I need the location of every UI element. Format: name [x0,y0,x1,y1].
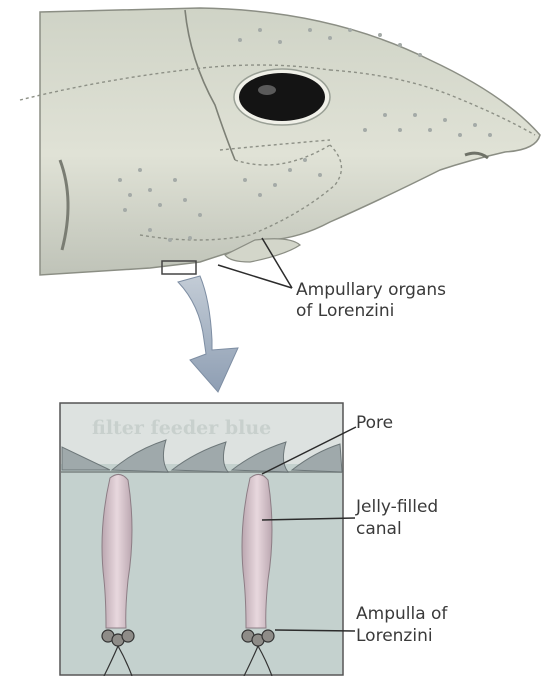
down-arrow-icon [178,276,238,392]
faint-header-text: filter feeder blue [92,418,271,438]
ampullary-organs-label-line1: Ampullary organs [296,280,446,300]
ampulla-label-line1: Ampulla of [356,604,447,624]
jelly-canal-label-line1: Jelly-filled [356,497,438,517]
eye-icon [234,69,330,125]
ampulla-label-line2: Lorenzini [356,626,433,646]
jelly-canal-label-line2: canal [356,519,402,539]
ampulla-leader-line [275,630,355,631]
ampullary-organs-label-line2: of Lorenzini [296,301,394,321]
pore-label: Pore [356,413,393,433]
shark-head-illustration [20,8,540,275]
